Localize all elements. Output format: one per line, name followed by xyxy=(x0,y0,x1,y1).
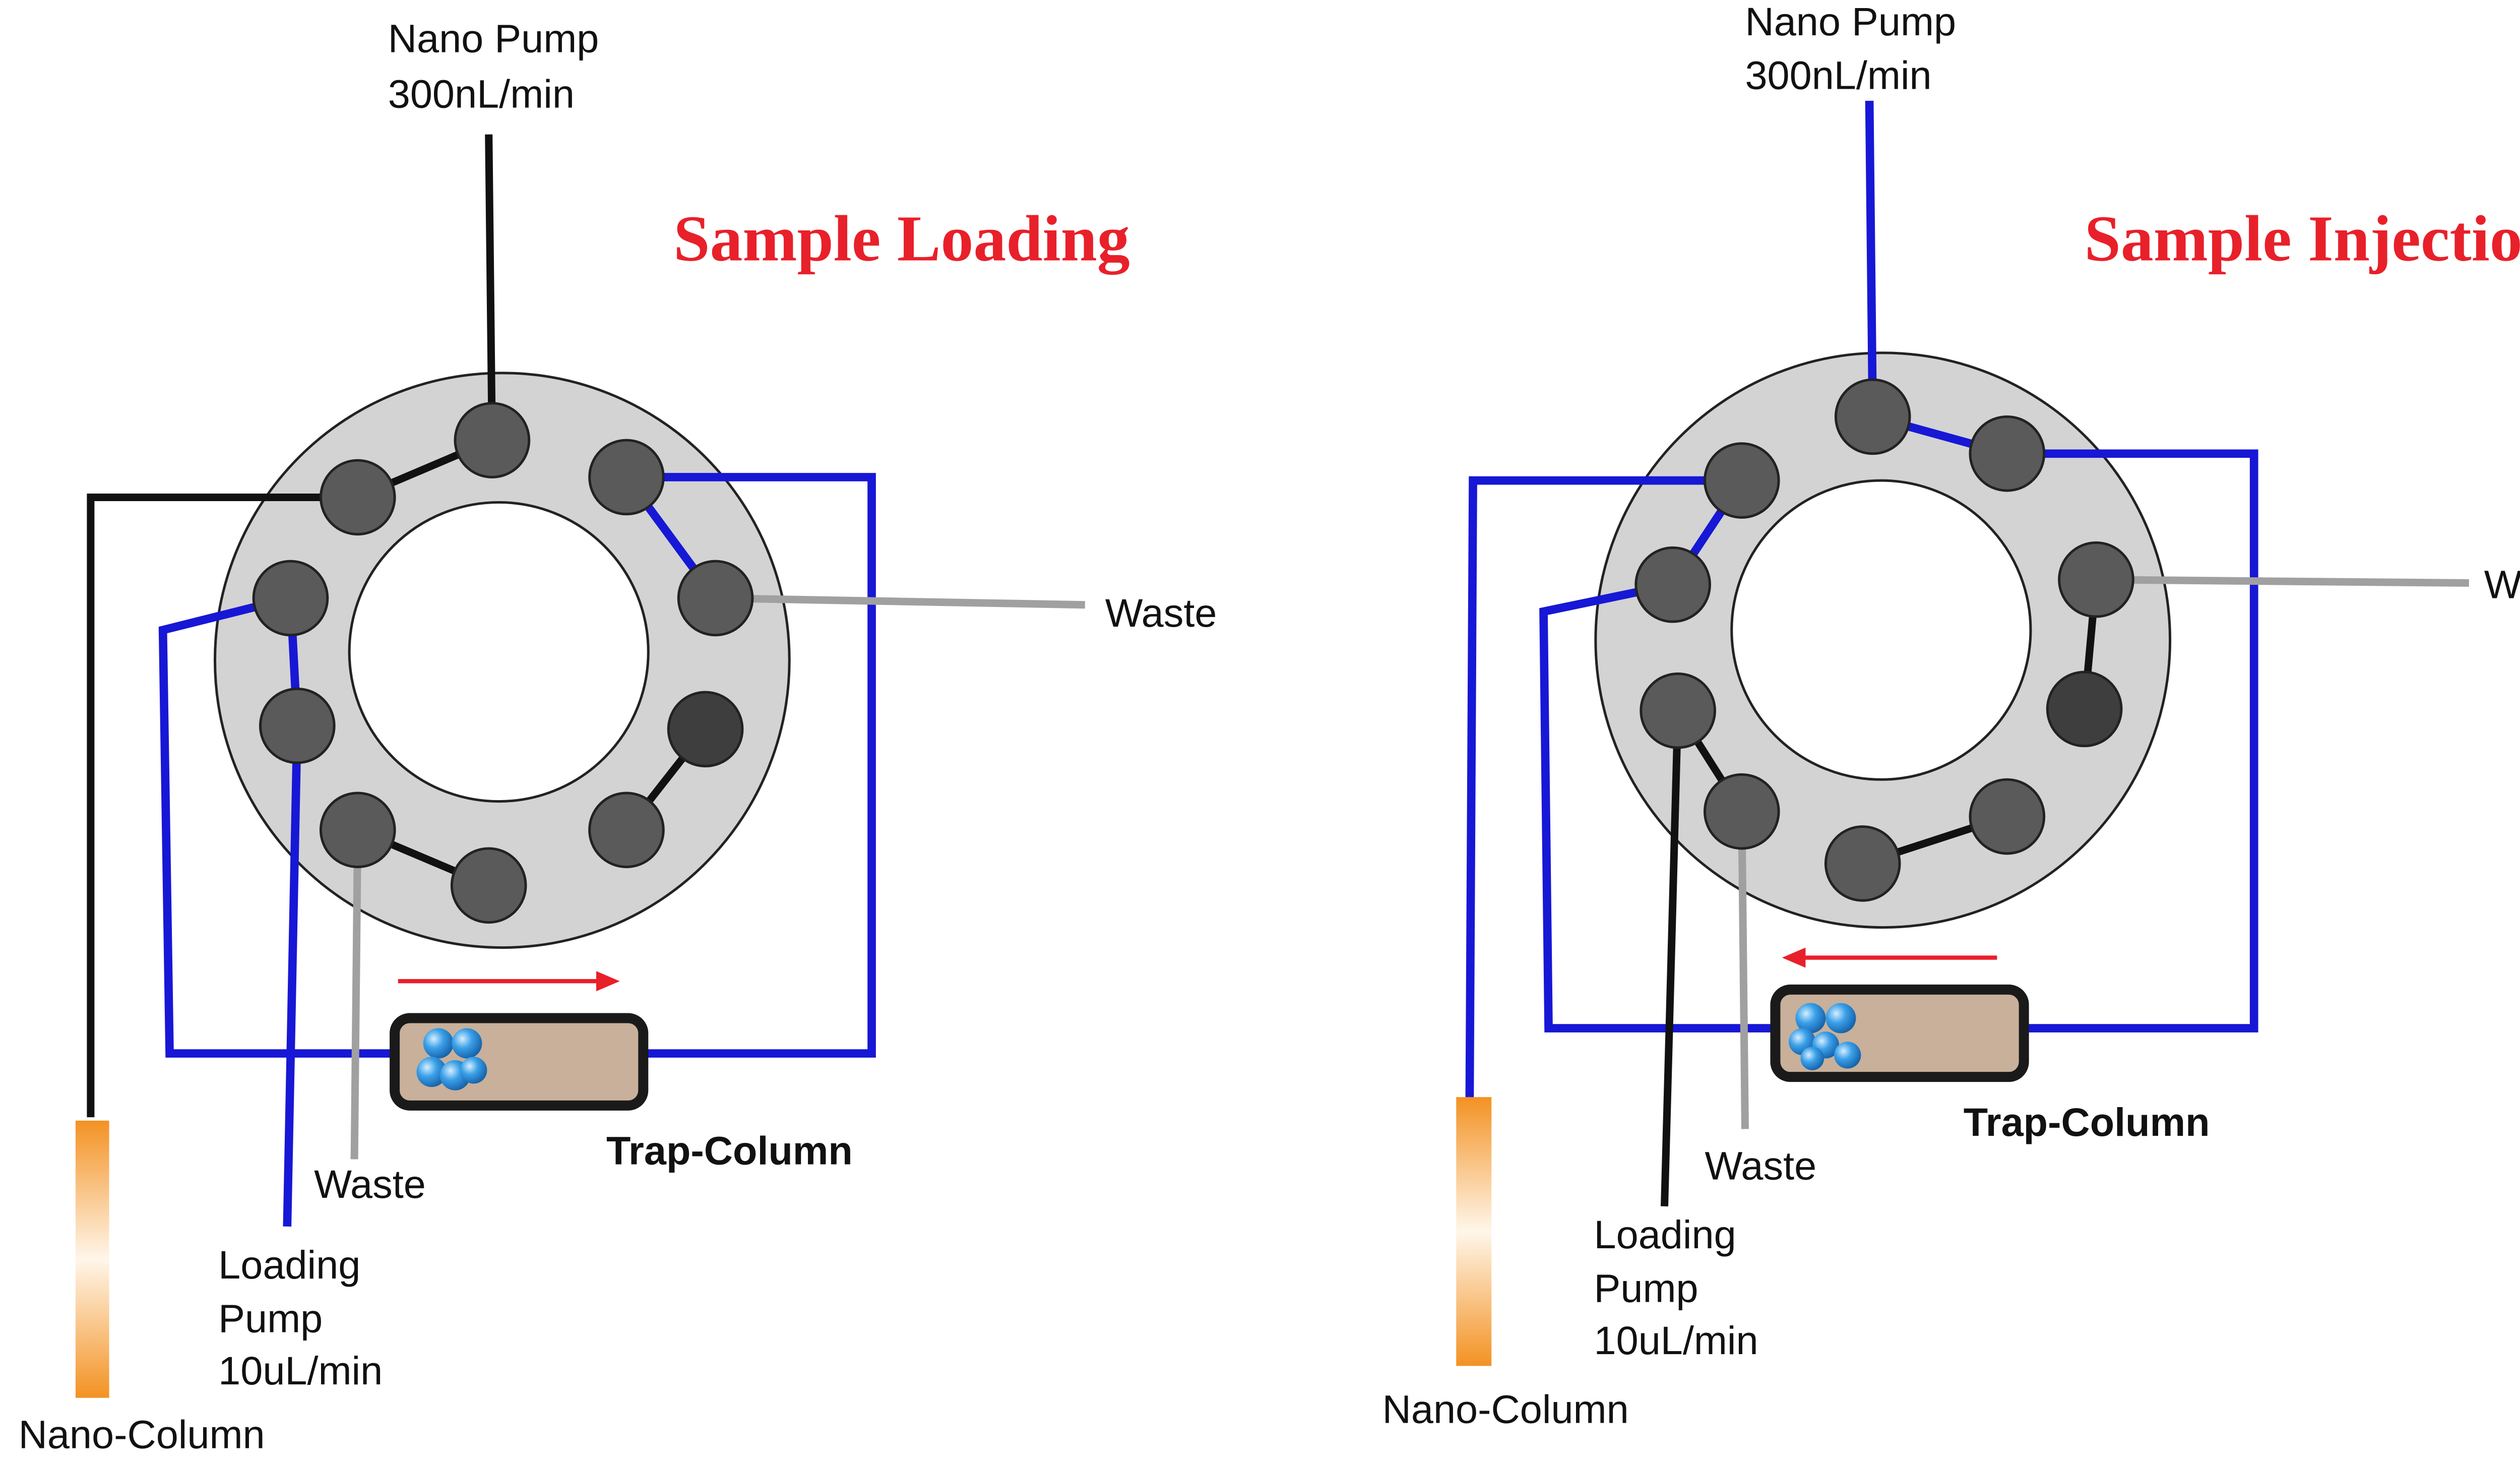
beads xyxy=(416,1028,487,1090)
panel-title: Sample Loading xyxy=(673,203,1129,275)
nano-pump-rate: 300nL/min xyxy=(1745,53,1931,98)
waste-label-bottom: Waste xyxy=(314,1162,426,1206)
port xyxy=(2046,671,2123,748)
trap-column-label: Trap-Column xyxy=(1964,1100,2210,1144)
port xyxy=(1703,442,1780,519)
waste-label-right: Waste xyxy=(1105,590,1217,635)
loading-pump-rate: 10uL/min xyxy=(1594,1318,1758,1363)
ports xyxy=(252,402,754,924)
flow-arrow-left xyxy=(1782,947,1997,968)
port xyxy=(1634,546,1711,623)
loading-pump-rate: 10uL/min xyxy=(218,1348,383,1393)
port xyxy=(252,560,329,637)
waste-label-bottom: Waste xyxy=(1705,1143,1816,1188)
loading-pump-label-2: Pump xyxy=(218,1296,323,1341)
waste-label-right: Waste xyxy=(2484,562,2520,606)
nano-pump-rate: 300nL/min xyxy=(388,71,575,116)
waste-lines xyxy=(350,594,1085,1160)
port xyxy=(1969,415,2046,492)
port xyxy=(1703,773,1780,850)
port xyxy=(1824,825,1901,902)
valve-center xyxy=(1730,479,2032,781)
waste-lines xyxy=(1738,576,2469,1129)
loading-pump-label-2: Pump xyxy=(1594,1266,1698,1311)
trap-column-label: Trap-Column xyxy=(606,1128,853,1173)
port xyxy=(319,459,396,536)
port xyxy=(588,792,665,869)
port xyxy=(1834,378,1911,455)
panel-sample-injection: Sample Injection xyxy=(1382,0,2520,1432)
ports xyxy=(1634,378,2134,902)
panel-title: Sample Injection xyxy=(2085,203,2520,275)
panel-sample-loading: Sample Loading xyxy=(19,16,1217,1456)
port xyxy=(259,687,336,764)
trap-column xyxy=(1770,984,2029,1082)
port xyxy=(450,847,527,924)
port xyxy=(667,691,744,768)
nano-column-label: Nano-Column xyxy=(19,1412,265,1457)
loading-pump-label: Loading xyxy=(1594,1212,1736,1257)
trap-column xyxy=(390,1013,649,1111)
port xyxy=(588,439,665,516)
nano-column xyxy=(75,1120,109,1398)
nano-column xyxy=(1456,1097,1492,1366)
nano-pump-label: Nano Pump xyxy=(1745,0,1956,44)
port xyxy=(454,402,531,478)
loading-pump-label: Loading xyxy=(218,1242,360,1287)
nano-pump-label: Nano Pump xyxy=(388,16,599,60)
beads xyxy=(1789,1003,1861,1070)
valve-center xyxy=(348,501,650,803)
port xyxy=(677,560,754,637)
port xyxy=(1969,778,2046,855)
flow-arrow-right xyxy=(398,971,620,992)
port xyxy=(1640,672,1716,749)
nano-column-label: Nano-Column xyxy=(1382,1387,1629,1432)
port xyxy=(2058,541,2134,618)
port xyxy=(319,792,396,869)
